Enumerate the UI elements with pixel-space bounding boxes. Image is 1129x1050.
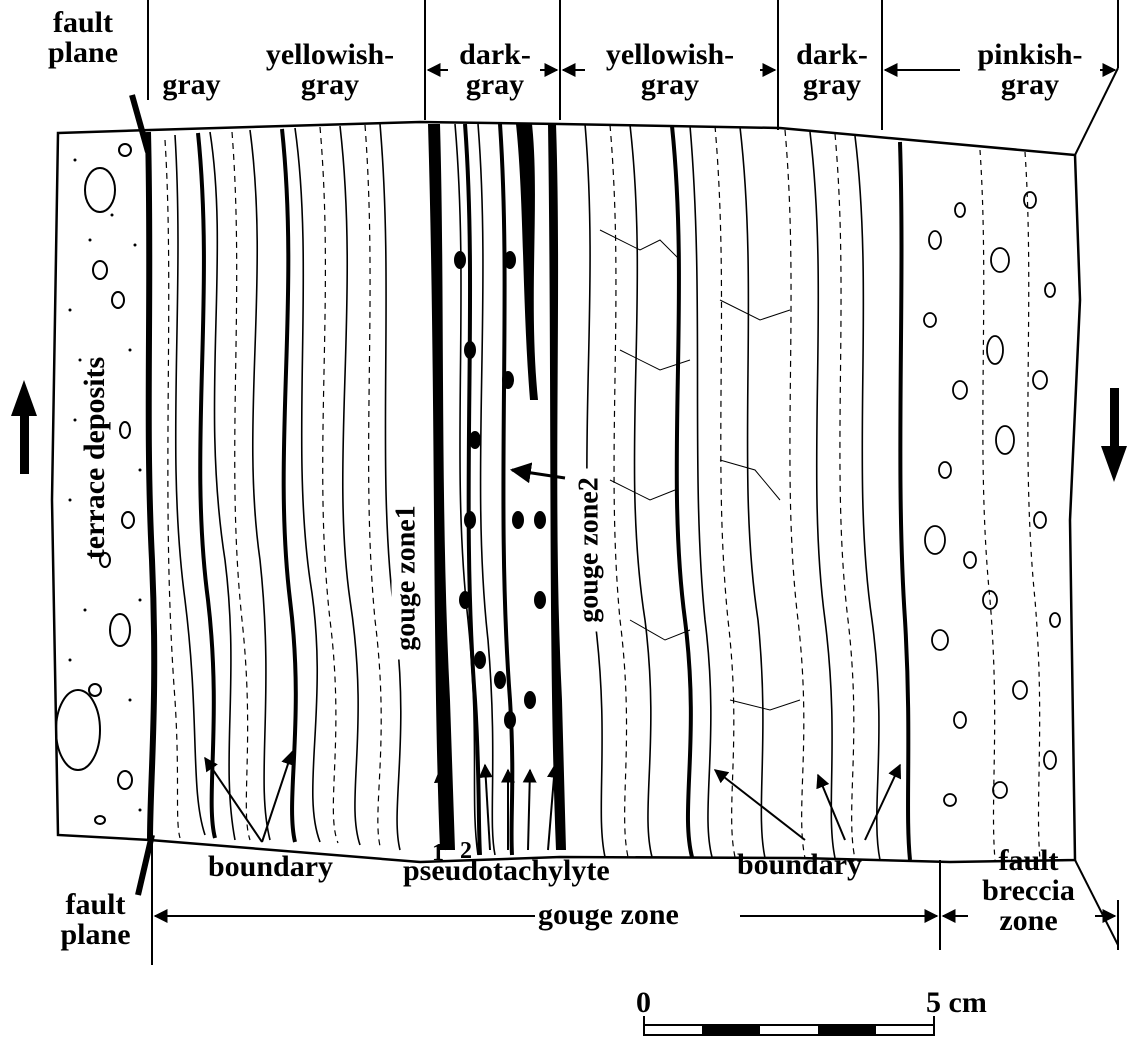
boundary-label-left: boundary <box>208 852 333 882</box>
dark-gray-2-word-2: gray <box>782 70 882 100</box>
yellowish-gray-2-word-2: gray <box>580 70 760 100</box>
dark-gray-2-word-1: dark- <box>782 40 882 70</box>
bottom-fault-plane-pointer <box>138 835 152 895</box>
pinkish-gray-word-2: gray <box>955 70 1105 100</box>
vein-lines <box>465 124 512 855</box>
boundary-label-right: boundary <box>737 850 862 880</box>
scale-end-label: 5 cm <box>926 988 987 1018</box>
dark-gray-1-word-1: dark- <box>440 40 550 70</box>
yellowish-gray-label-2: yellowish- gray <box>580 40 760 100</box>
yellowish-gray-1-word-1: yellowish- <box>240 40 420 70</box>
bottom-fault-plane-word-2: plane <box>48 920 143 950</box>
boundary-arrows-right <box>715 765 900 840</box>
pinkish-gray-label: pinkish- gray <box>955 40 1105 100</box>
scale-start-label: 0 <box>636 988 651 1018</box>
yellowish-gray-label-1: yellowish- gray <box>240 40 420 100</box>
fault-plane-word-1: fault <box>38 8 128 38</box>
pseudotachylyte-veins <box>428 124 566 850</box>
dark-gray-label-1: dark- gray <box>440 40 550 100</box>
scale-bar <box>644 1016 934 1035</box>
fracture-lines <box>600 230 800 710</box>
bottom-fault-plane-word-1: fault <box>48 890 143 920</box>
left-fault-plane-line <box>148 132 154 840</box>
gouge-zone-2-label: gouge zone2 <box>575 469 605 632</box>
fault-breccia-zone-word-2: breccia <box>966 876 1091 906</box>
yellowish-gray-1-word-2: gray <box>240 70 420 100</box>
gouge-zone-label: gouge zone <box>538 900 679 930</box>
pseudotachylyte-label: pseudotachylyte <box>403 856 610 886</box>
breccia-dashed-lines <box>980 150 1040 860</box>
top-fault-plane-pointer <box>132 95 148 152</box>
shear-arrow-up <box>11 380 37 474</box>
gray-zone-label: gray <box>154 70 229 100</box>
fault-breccia-zone-label: fault breccia zone <box>966 846 1091 936</box>
fault-plane-word-2: plane <box>38 38 128 68</box>
boundary-arrows-left <box>205 752 292 842</box>
shear-arrow-down <box>1101 388 1127 482</box>
yellowish-gray-2-word-1: yellowish- <box>580 40 760 70</box>
section-outline <box>52 122 1080 862</box>
terrace-deposits-label: terrace deposits <box>80 349 110 567</box>
fault-breccia-zone-word-3: zone <box>966 906 1091 936</box>
gouge-zone-1-label: gouge zone1 <box>392 497 422 660</box>
bottom-fault-plane-label: fault plane <box>48 890 143 950</box>
dark-gray-label-2: dark- gray <box>782 40 882 100</box>
pseudotachylyte-arrows <box>440 765 555 850</box>
top-fault-plane-label: fault plane <box>38 8 128 68</box>
fault-breccia-zone-word-1: fault <box>966 846 1091 876</box>
dark-gray-1-word-2: gray <box>440 70 550 100</box>
pinkish-gray-word-1: pinkish- <box>955 40 1105 70</box>
